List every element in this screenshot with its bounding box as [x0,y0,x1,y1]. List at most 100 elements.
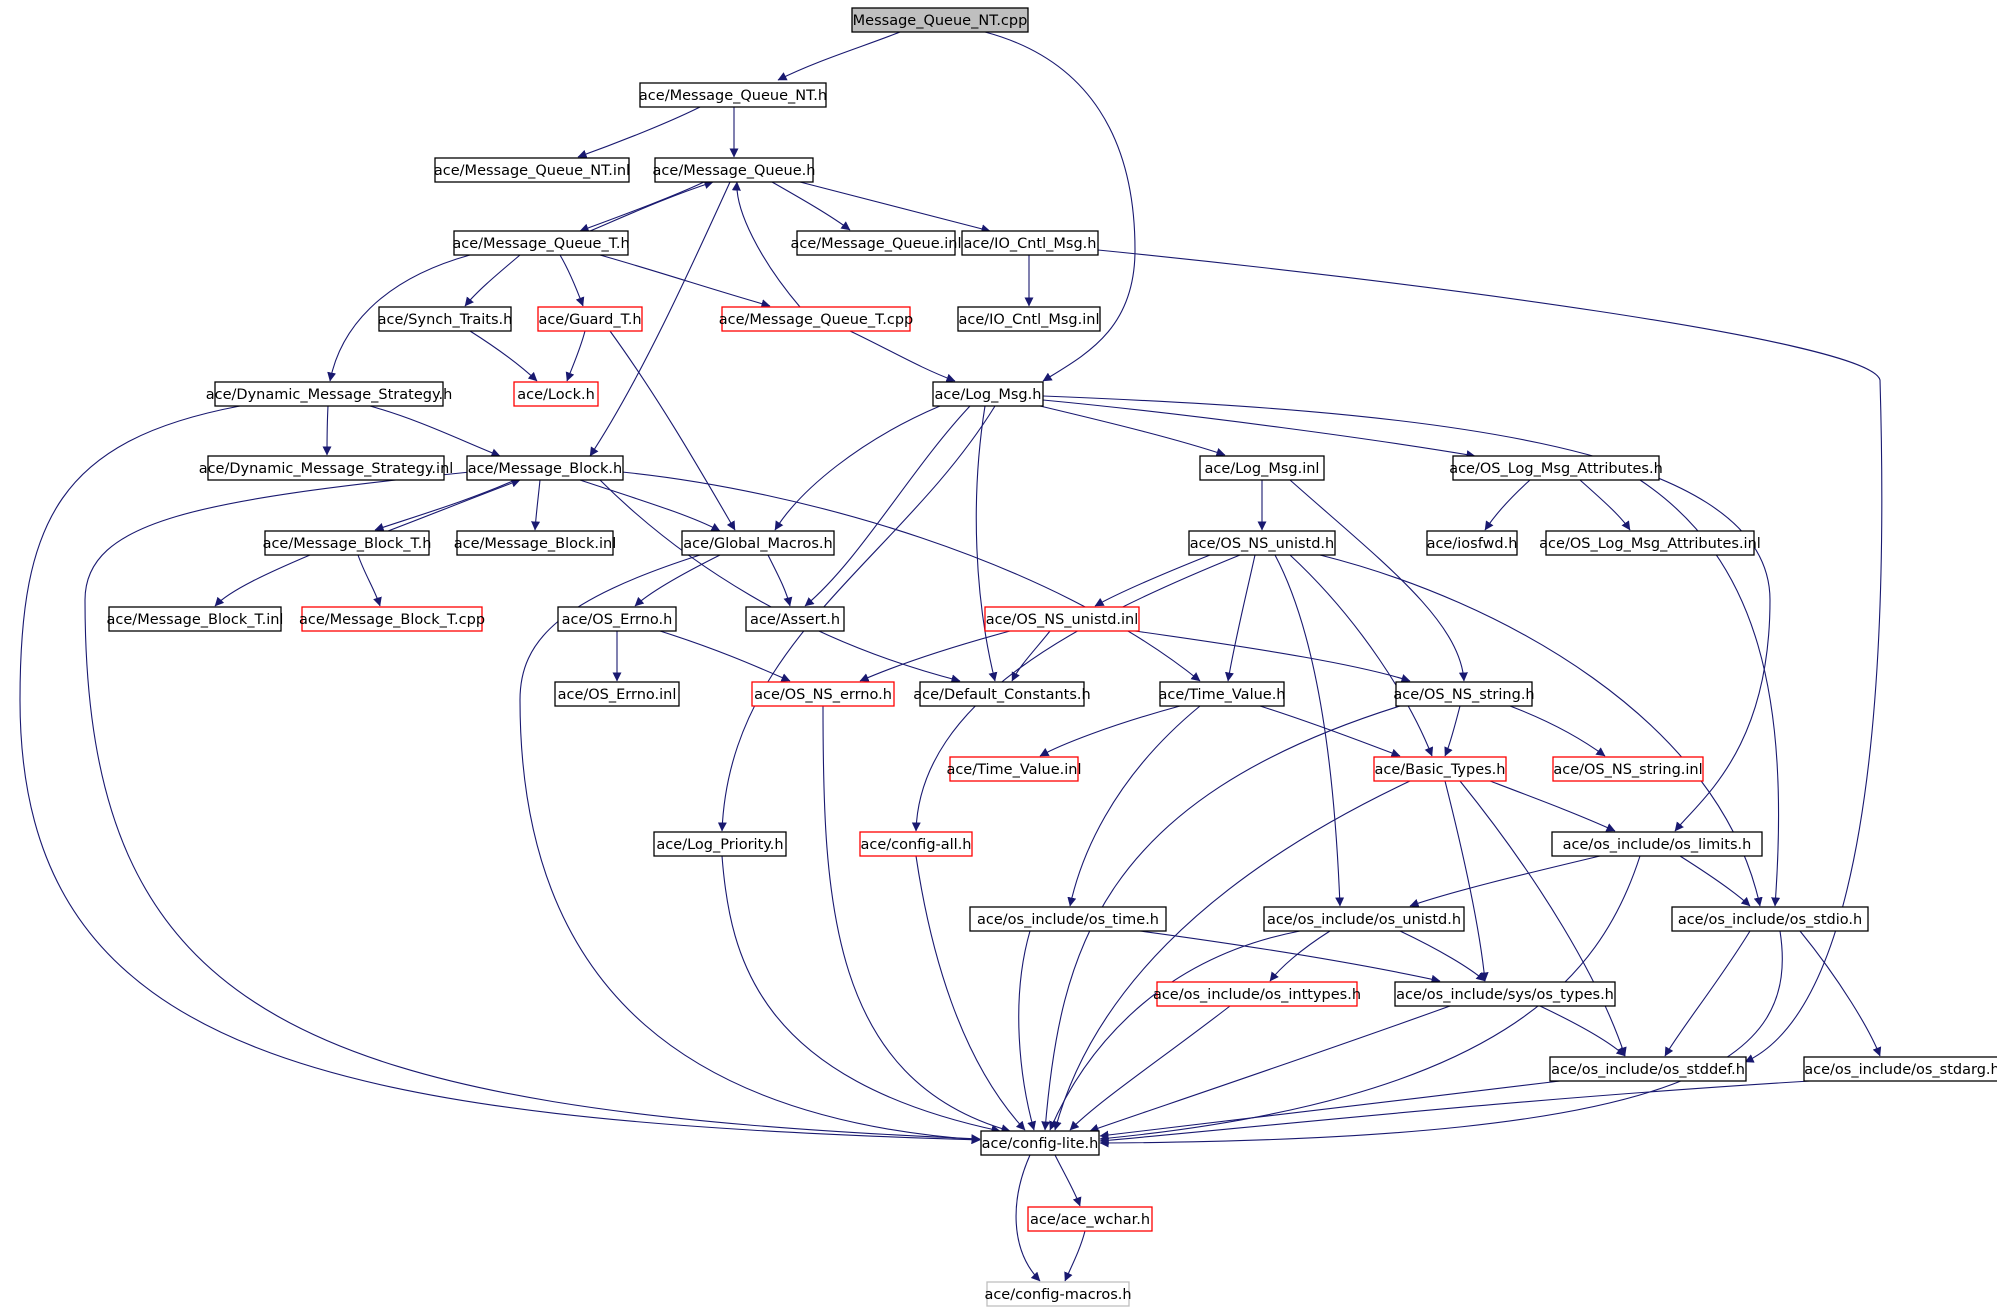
node-label: ace/Message_Block.inl [454,536,617,552]
node-config-macros-h[interactable]: ace/config-macros.h [984,1281,1132,1307]
edge-mqt_h-to-mq_h [589,180,714,232]
node-label: ace/Log_Msg.inl [1205,461,1320,477]
node-io-cntl-msg-h[interactable]: ace/IO_Cntl_Msg.h [961,230,1099,256]
node-label: ace/os_include/os_limits.h [1563,837,1752,853]
edge-osstdarg-to-configlite [1099,1080,1811,1145]
node-message-queue-nt-inl[interactable]: ace/Message_Queue_NT.inl [434,157,630,183]
node-box [984,606,1140,632]
edge-mqnt_h-to-mqnt_inl [577,106,701,159]
node-label: ace/config-lite.h [982,1136,1099,1152]
node-os-include-os-stdio-h[interactable]: ace/os_include/os_stdio.h [1671,906,1869,932]
node-os-ns-unistd-h[interactable]: ace/OS_NS_unistd.h [1188,530,1336,556]
edge-mb_h-to-gm_h [579,479,721,532]
node-label: ace/OS_NS_string.inl [1553,762,1702,778]
node-label: ace/OS_Log_Msg_Attributes.inl [1539,536,1761,552]
node-label: ace/Message_Block_T.h [263,536,432,552]
edge-osstdio-to-configlite [1099,930,1783,1148]
node-os-include-os-stddef-h[interactable]: ace/os_include/os_stddef.h [1549,1056,1747,1082]
node-label: ace/Global_Macros.h [683,536,832,552]
node-box [745,606,845,632]
node-os-ns-string-inl[interactable]: ace/OS_NS_string.inl [1552,756,1704,782]
edge-dms_h-to-mb_h [369,405,501,458]
node-label: ace/config-all.h [860,837,971,853]
edge-osnsu_h-to-osnsu_inl [1094,554,1211,607]
edge-osstdio-to-osstddef [1664,930,1751,1057]
node-box [301,606,483,632]
node-message-queue-nt-h[interactable]: ace/Message_Queue_NT.h [639,82,827,108]
node-message-queue-t-h[interactable]: ace/Message_Queue_T.h [452,230,630,256]
node-guard-t-h[interactable]: ace/Guard_T.h [537,306,643,332]
node-io-cntl-msg-inl[interactable]: ace/IO_Cntl_Msg.inl [957,306,1101,332]
node-os-ns-errno-h[interactable]: ace/OS_NS_errno.h [751,681,895,707]
edge-osnsstr_h-to-basic [1444,705,1461,757]
edge-osnsstr_h-to-configlite [1041,705,1401,1131]
node-message-block-inl[interactable]: ace/Message_Block.inl [454,530,617,556]
node-message-block-h[interactable]: ace/Message_Block.h [466,455,624,481]
node-message-block-t-cpp[interactable]: ace/Message_Block_T.cpp [299,606,485,632]
edge-basic-to-osstddef [1459,780,1627,1057]
node-message-block-t-inl[interactable]: ace/Message_Block_T.inl [107,606,284,632]
node-os-include-os-inttypes-h[interactable]: ace/os_include/os_inttypes.h [1153,981,1361,1007]
node-default-constants-h[interactable]: ace/Default_Constants.h [913,681,1091,707]
node-basic-types-h[interactable]: ace/Basic_Types.h [1373,756,1507,782]
node-label: ace/Basic_Types.h [1375,762,1506,778]
node-os-errno-inl[interactable]: ace/OS_Errno.inl [554,681,680,707]
edge-mbt_h-to-mbt_inl [214,554,311,607]
edge-mb_h-to-configlite [84,471,981,1144]
node-log-priority-h[interactable]: ace/Log_Priority.h [653,831,787,857]
node-box [851,7,1029,33]
node-os-log-msg-attributes-h[interactable]: ace/OS_Log_Msg_Attributes.h [1449,455,1663,481]
node-message-queue-nt-cpp[interactable]: Message_Queue_NT.cpp [851,7,1029,33]
node-synch-traits-h[interactable]: ace/Synch_Traits.h [378,306,513,332]
edge-mqnt_cpp-to-mqnt_h [777,31,901,81]
node-label: ace/os_include/os_stddef.h [1551,1062,1745,1078]
node-box [108,606,282,632]
node-assert-h[interactable]: ace/Assert.h [745,606,845,632]
node-os-ns-string-h[interactable]: ace/OS_NS_string.h [1393,681,1535,707]
node-global-macros-h[interactable]: ace/Global_Macros.h [681,530,835,556]
node-time-value-h[interactable]: ace/Time_Value.h [1158,681,1286,707]
node-box [1545,530,1755,556]
edge-configlite-to-configmacros [1015,1154,1041,1282]
node-label: ace/os_include/os_unistd.h [1267,912,1461,928]
node-label: ace/OS_Errno.h [562,612,673,628]
node-log-msg-h[interactable]: ace/Log_Msg.h [932,381,1044,407]
edge-gm_h-to-oserrno_h [634,554,721,607]
node-message-queue-inl[interactable]: ace/Message_Queue.inl [791,230,962,256]
node-label: ace/Lock.h [517,387,595,403]
edge-ostypes-to-configlite [1089,1005,1451,1133]
edge-osunistd-to-ostypes [1399,930,1486,982]
node-message-queue-t-cpp[interactable]: ace/Message_Queue_T.cpp [719,306,913,332]
node-os-errno-h[interactable]: ace/OS_Errno.h [557,606,677,632]
node-label: ace/Message_Queue.inl [791,236,962,252]
edge-oserrno_h-to-osnserrno [659,630,791,682]
node-label: ace/OS_NS_string.h [1393,687,1534,703]
node-time-value-inl[interactable]: ace/Time_Value.inl [946,756,1082,782]
node-message-block-t-h[interactable]: ace/Message_Block_T.h [263,530,432,556]
node-os-log-msg-attributes-inl[interactable]: ace/OS_Log_Msg_Attributes.inl [1539,530,1761,556]
node-os-include-sys-os-types-h[interactable]: ace/os_include/sys/os_types.h [1394,981,1616,1007]
node-ace-wchar-h[interactable]: ace/ace_wchar.h [1027,1206,1153,1232]
node-os-include-os-stdarg-h[interactable]: ace/os_include/os_stdarg.h [1803,1056,1997,1082]
node-lock-h[interactable]: ace/Lock.h [513,381,599,407]
node-os-include-os-unistd-h[interactable]: ace/os_include/os_unistd.h [1263,906,1465,932]
node-message-queue-h[interactable]: ace/Message_Queue.h [653,157,816,183]
edge-mq_h-to-mb_h [589,181,731,457]
edge-osnsu_h-to-tv_h [1225,554,1256,682]
node-iosfwd-h[interactable]: ace/iosfwd.h [1426,530,1518,556]
edge-osnsu_inl-to-defconst [1011,630,1051,682]
node-dynamic-message-strategy-inl[interactable]: ace/Dynamic_Message_Strategy.inl [199,455,454,481]
node-label: ace/Message_Queue_NT.h [639,88,827,104]
node-config-all-h[interactable]: ace/config-all.h [859,831,973,857]
node-os-include-os-limits-h[interactable]: ace/os_include/os_limits.h [1551,831,1763,857]
node-os-ns-unistd-inl[interactable]: ace/OS_NS_unistd.inl [984,606,1140,632]
node-os-include-os-time-h[interactable]: ace/os_include/os_time.h [969,906,1167,932]
node-config-lite-h[interactable]: ace/config-lite.h [980,1130,1100,1156]
node-box [1156,981,1358,1007]
node-log-msg-inl[interactable]: ace/Log_Msg.inl [1199,455,1325,481]
node-label: ace/os_include/os_time.h [977,912,1159,928]
node-dynamic-message-strategy-h[interactable]: ace/Dynamic_Message_Strategy.h [206,381,453,407]
edge-logmsg_inl-to-osnsstr_h [1289,479,1468,682]
edge-mq_h-to-mqt_h [579,181,705,233]
edges-layer [19,31,1883,1282]
